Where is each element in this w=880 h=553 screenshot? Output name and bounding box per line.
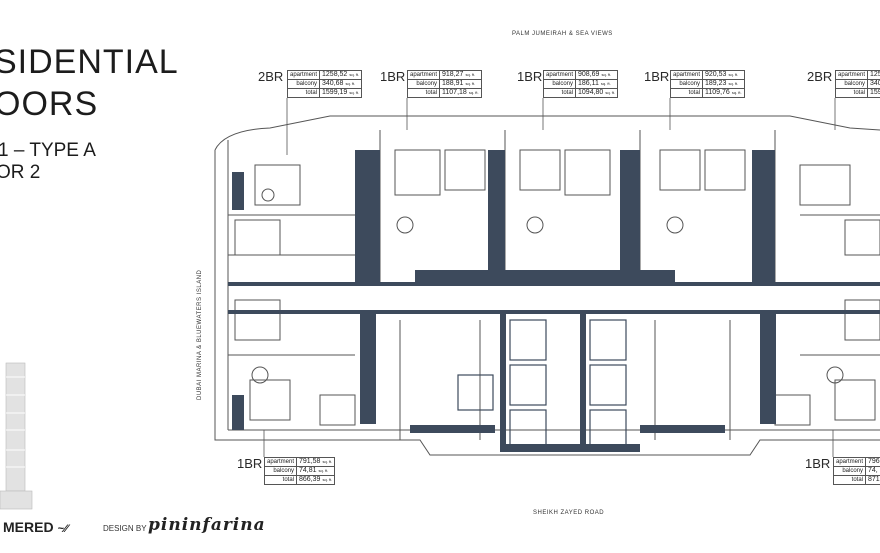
row-label: balcony [406,79,441,89]
unit-type-label: 1BR [644,69,670,84]
row-label: apartment [406,70,441,80]
row-label: balcony [834,79,869,89]
row-label: total [834,88,869,98]
row-label: balcony [286,79,321,89]
row-label: total [832,475,867,485]
row-label: balcony [832,466,867,476]
row-label: apartment [832,457,867,467]
row-label: balcony [669,79,704,89]
unit-type-label: 2BR [258,69,284,84]
page-title-line2: OORS [0,85,99,123]
row-label: apartment [263,457,298,467]
balcony-area: 74, [865,466,880,476]
row-label: total [406,88,441,98]
row-label: total [542,88,577,98]
bottom-orientation-label: SHEIKH ZAYED ROAD [533,510,605,516]
row-label: apartment [542,70,577,80]
unit-type-label: 2BR [807,69,833,84]
row-label: apartment [834,70,869,80]
unit-type-label: 1BR [380,69,406,84]
apartment-area: 1258 [867,70,880,80]
unit-type-label: 1BR [237,456,263,471]
top-orientation-label: PALM JUMEIRAH & SEA VIEWS [512,31,613,37]
row-label: balcony [263,466,298,476]
balcony-area: 340 [867,79,880,89]
row-label: apartment [286,70,321,80]
row-label: apartment [669,70,704,80]
apartment-area: 796, [865,457,880,467]
total-area: 1598 [867,88,880,98]
pininfarina-logo: pininfarina [148,515,266,535]
subtitle-line1: 1 – TYPE A [0,140,96,161]
subtitle-line2: OR 2 [0,162,41,183]
row-label: balcony [542,79,577,89]
row-label: total [263,475,298,485]
page-title-line1: SIDENTIAL [0,43,179,81]
row-label: total [286,88,321,98]
total-area: 871,3 [865,475,880,485]
design-by-label: DESIGN BY [103,524,147,533]
unit-type-label: 1BR [517,69,543,84]
unit-type-label: 1BR [805,456,831,471]
building-elevation-icon [0,362,33,510]
row-label: total [669,88,704,98]
brand-logo: MERED ~⁄⁄ [3,519,68,535]
